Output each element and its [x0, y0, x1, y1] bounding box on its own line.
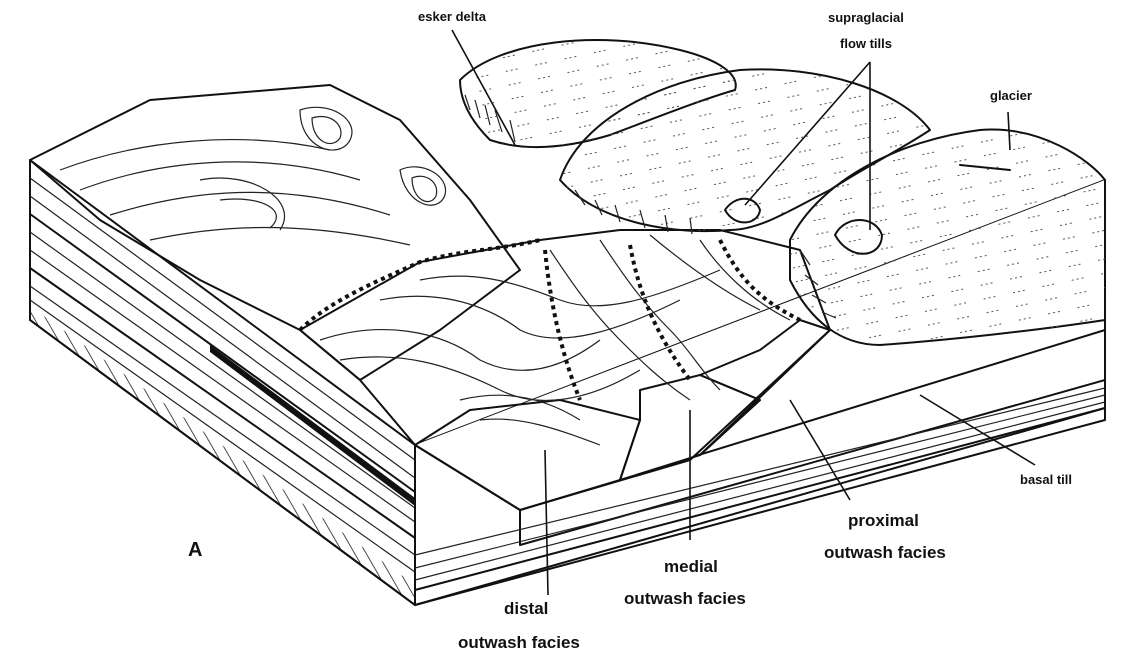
label-proximal-line1: proximal — [848, 511, 919, 530]
label-medial-line1: medial — [664, 557, 718, 576]
label-distal-line1: distal — [504, 599, 548, 618]
block-left-side — [30, 160, 415, 605]
label-esker-delta: esker delta — [418, 9, 487, 24]
label-medial-line2: outwash facies — [624, 589, 746, 608]
label-glacier: glacier — [990, 88, 1032, 103]
label-supraglacial-line2: flow tills — [840, 36, 892, 51]
label-distal-line2: outwash facies — [458, 633, 580, 652]
label-basal-till: basal till — [1020, 472, 1072, 487]
label-supraglacial-line1: supraglacial — [828, 10, 904, 25]
upland-surface — [30, 85, 540, 380]
panel-letter: A — [188, 539, 202, 561]
label-proximal-line2: outwash facies — [824, 543, 946, 562]
